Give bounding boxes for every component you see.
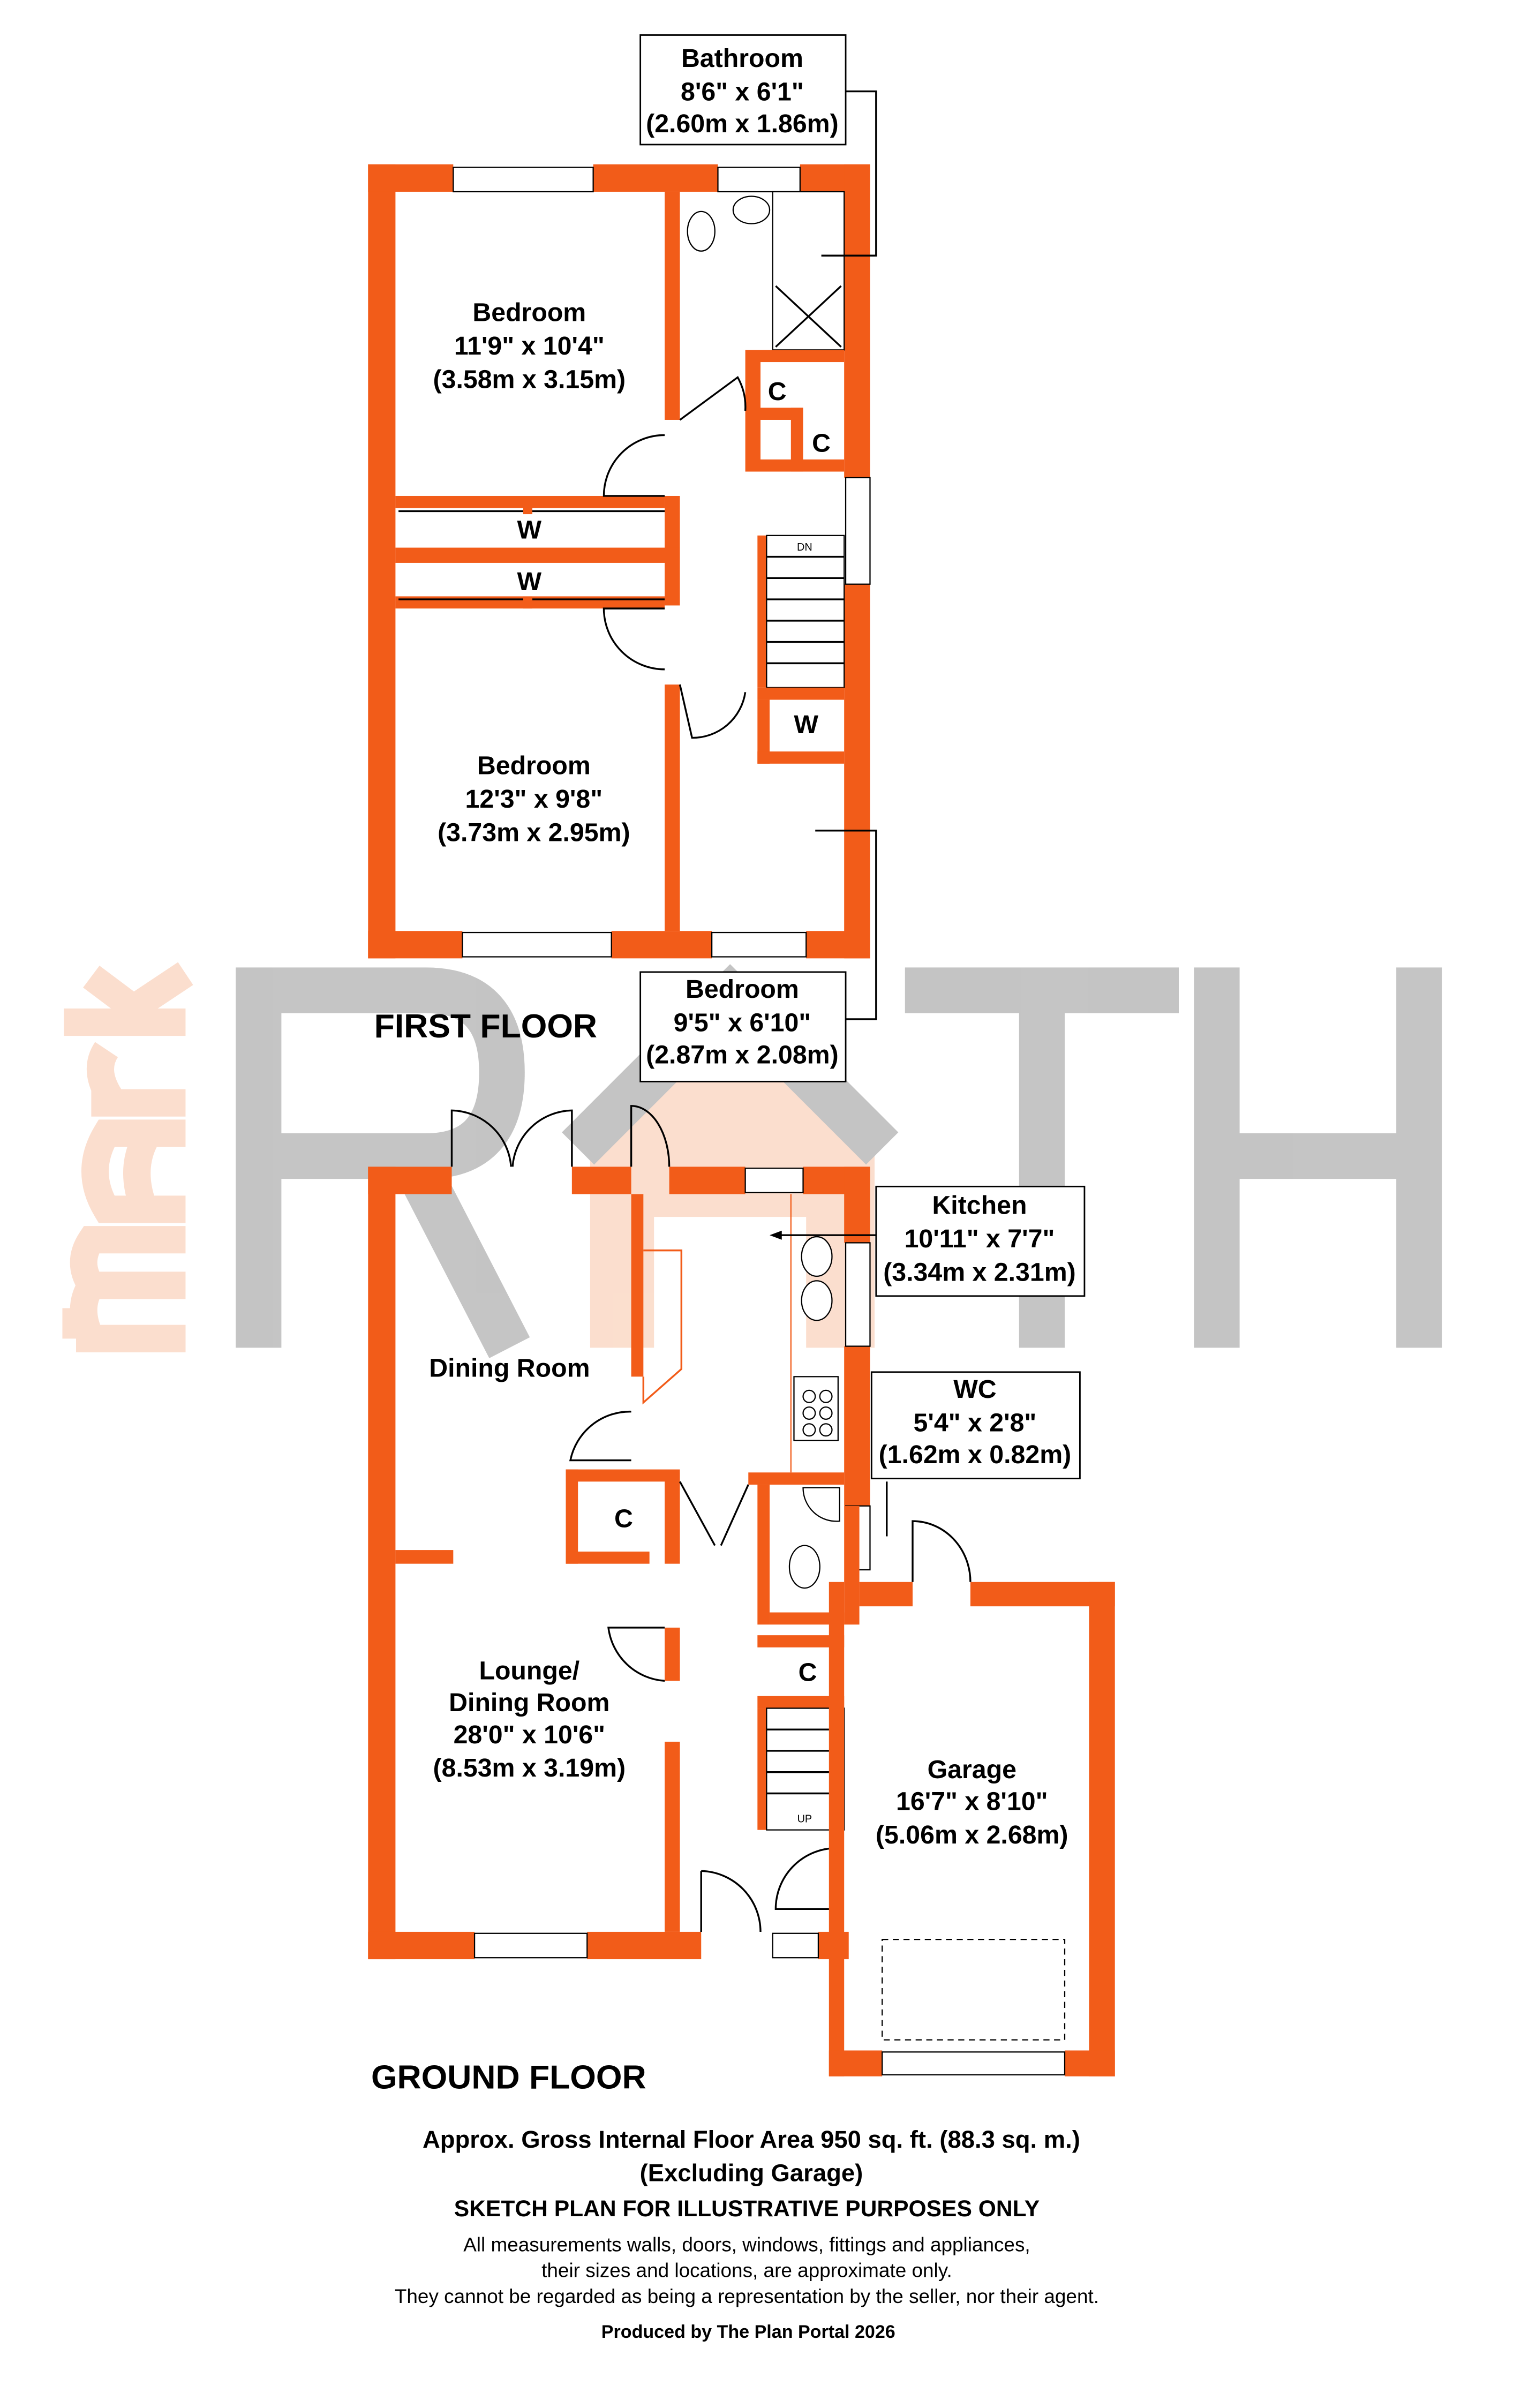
svg-text:(8.53m x 3.19m): (8.53m x 3.19m)	[433, 1754, 626, 1782]
svg-text:(1.62m x 0.82m): (1.62m x 0.82m)	[879, 1440, 1072, 1469]
produced-by: Produced by The Plan Portal 2026	[601, 2322, 895, 2342]
svg-text:(3.73m x 2.95m): (3.73m x 2.95m)	[438, 818, 630, 847]
stairs-down-label: DN	[797, 541, 812, 553]
room-garage: Garage 16'7" x 8'10" (5.06m x 2.68m)	[876, 1755, 1068, 1849]
svg-text:Lounge/: Lounge/	[479, 1657, 579, 1685]
svg-text:Kitchen: Kitchen	[932, 1191, 1027, 1220]
wardrobe-label: W	[794, 710, 818, 739]
svg-text:16'7" x 8'10": 16'7" x 8'10"	[896, 1787, 1048, 1816]
svg-text:5'4" x 2'8": 5'4" x 2'8"	[914, 1409, 1037, 1438]
door-swing	[603, 607, 665, 671]
svg-text:9'5" x 6'10": 9'5" x 6'10"	[674, 1009, 811, 1037]
logo-mark-lettering	[62, 962, 193, 1352]
svg-text:Bedroom: Bedroom	[472, 298, 586, 327]
room-lounge-dining: Lounge/ Dining Room 28'0" x 10'6" (8.53m…	[433, 1657, 626, 1783]
sketch-notice: SKETCH PLAN FOR ILLUSTRATIVE PURPOSES ON…	[454, 2196, 1040, 2222]
disclaimer-line-1: All measurements walls, doors, windows, …	[463, 2233, 1030, 2255]
svg-text:Bedroom: Bedroom	[686, 975, 799, 1004]
svg-text:Dining Room: Dining Room	[429, 1353, 590, 1382]
cupboard-label: C	[614, 1504, 633, 1533]
room-bathroom: Bathroom 8'6" x 6'1" (2.60m x 1.86m)	[639, 34, 847, 146]
svg-text:(3.34m x 2.31m): (3.34m x 2.31m)	[883, 1258, 1076, 1286]
svg-text:(2.87m x 2.08m): (2.87m x 2.08m)	[646, 1040, 839, 1069]
svg-text:(3.58m x 3.15m): (3.58m x 3.15m)	[433, 365, 626, 394]
svg-text:12'3" x 9'8": 12'3" x 9'8"	[465, 785, 603, 814]
cupboard-label: C	[768, 377, 787, 406]
room-wc: WC 5'4" x 2'8" (1.62m x 0.82m)	[870, 1371, 1081, 1480]
ground-floor-plan: C C UP	[368, 1105, 1115, 2096]
door-swing	[603, 434, 665, 497]
svg-text:Garage: Garage	[928, 1755, 1016, 1784]
disclaimer-line-2: their sizes and locations, are approxima…	[541, 2260, 952, 2282]
room-kitchen: Kitchen 10'11" x 7'7" (3.34m x 2.31m)	[875, 1185, 1086, 1297]
svg-text:8'6" x 6'1": 8'6" x 6'1"	[681, 78, 804, 107]
room-bedroom-1: Bedroom 11'9" x 10'4" (3.58m x 3.15m)	[433, 298, 626, 394]
svg-text:Bathroom: Bathroom	[681, 44, 803, 73]
svg-text:(2.60m x 1.86m): (2.60m x 1.86m)	[646, 109, 839, 138]
stair-treads	[766, 555, 845, 665]
footer-notes: Approx. Gross Internal Floor Area 950 sq…	[395, 2126, 1099, 2342]
stairs-up-label: UP	[797, 1813, 812, 1825]
door-swing	[679, 684, 747, 739]
door-swing	[679, 375, 747, 421]
disclaimer-line-3: They cannot be regarded as being a repre…	[395, 2285, 1099, 2307]
svg-text:WC: WC	[953, 1375, 996, 1404]
cupboard-label: C	[812, 429, 831, 458]
cupboard-label: C	[799, 1658, 817, 1687]
wardrobe-label: W	[517, 567, 542, 596]
room-dining-room: Dining Room	[429, 1353, 590, 1382]
room-bedroom-3: Bedroom 9'5" x 6'10" (2.87m x 2.08m)	[639, 971, 847, 1082]
wardrobe-label: W	[517, 516, 542, 545]
first-floor-title: FIRST FLOOR	[374, 1007, 597, 1045]
floor-area: Approx. Gross Internal Floor Area 950 sq…	[423, 2126, 1080, 2153]
svg-text:(5.06m x 2.68m): (5.06m x 2.68m)	[876, 1820, 1068, 1849]
room-bedroom-2: Bedroom 12'3" x 9'8" (3.73m x 2.95m)	[438, 751, 630, 847]
svg-text:11'9" x 10'4": 11'9" x 10'4"	[454, 332, 605, 360]
svg-text:28'0" x 10'6": 28'0" x 10'6"	[454, 1720, 605, 1749]
svg-text:Dining Room: Dining Room	[449, 1688, 609, 1717]
svg-text:Bedroom: Bedroom	[477, 751, 591, 780]
first-floor-plan: C C DN W W W Bedroom 11'9" x 10'4" (3.58…	[368, 34, 877, 1082]
excluding-garage: (Excluding Garage)	[640, 2159, 863, 2187]
svg-text:10'11" x 7'7": 10'11" x 7'7"	[905, 1224, 1055, 1253]
ground-floor-title: GROUND FLOOR	[371, 2058, 646, 2096]
